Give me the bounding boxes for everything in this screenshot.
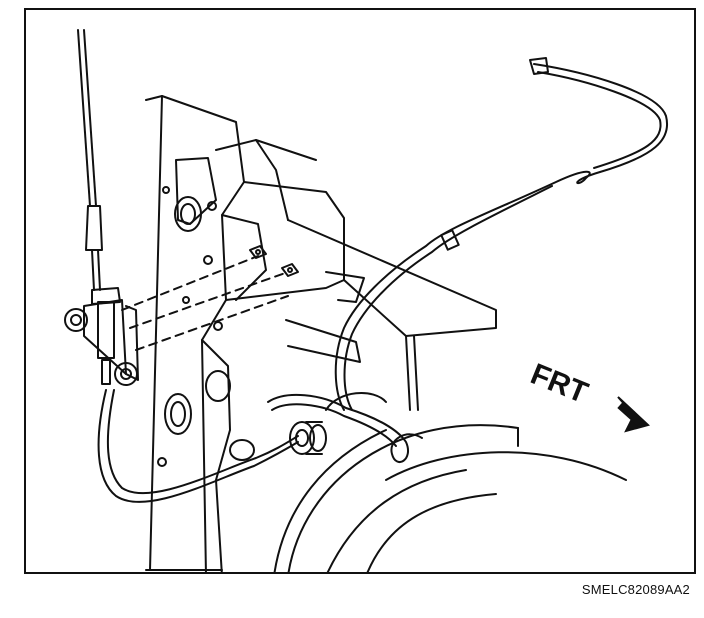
body-panel [145,95,345,572]
sensor-lead [77,29,103,291]
sensor-assembly [64,255,289,386]
lower-cable [97,389,299,503]
line-drawing [64,29,669,572]
direction-label: FRT [526,358,592,410]
diagram-caption-code: SMELC82089AA2 [581,582,690,597]
front-arrow-icon: FRT [526,358,650,433]
front-direction-indicator: FRT [522,357,662,447]
diagram-frame: FRT [24,8,696,574]
grommet [289,421,327,455]
long-cable [334,57,669,411]
panel-holes [157,186,255,467]
wheel-arch [273,424,627,572]
mounting-nuts [249,245,299,277]
harness-loop [267,391,423,463]
strut-structure [285,219,497,411]
